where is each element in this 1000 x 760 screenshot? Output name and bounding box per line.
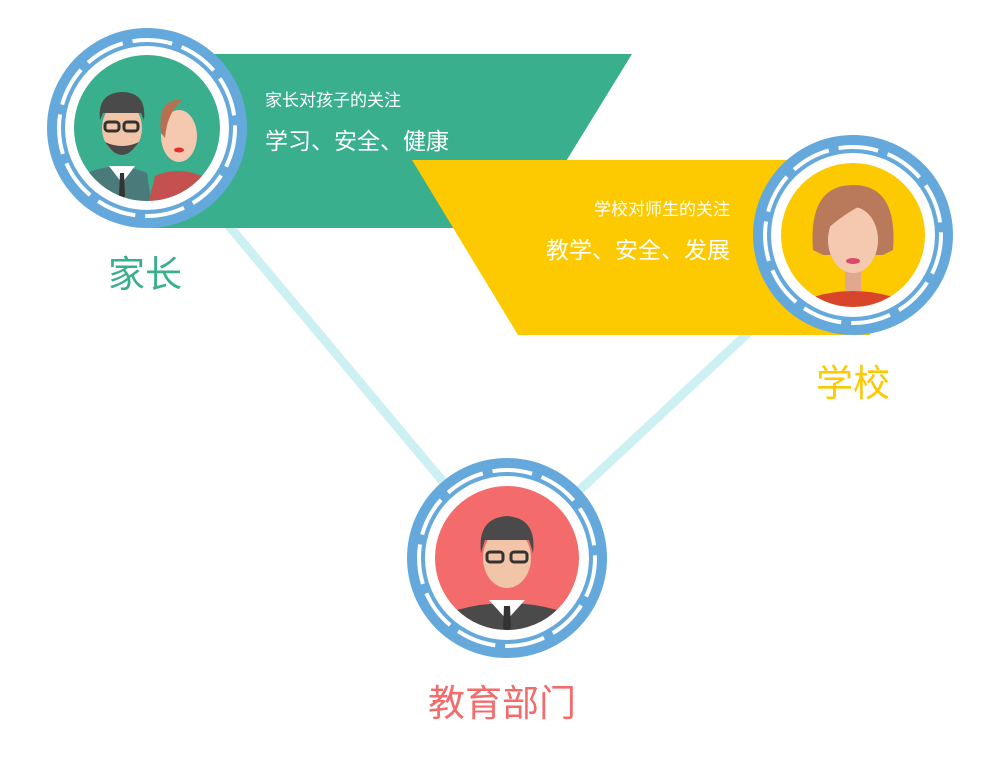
parent-label: 家长 bbox=[108, 253, 182, 296]
school-banner-items: 教学、安全、发展 bbox=[546, 238, 730, 264]
school-banner-title: 学校对师生的关注 bbox=[594, 200, 730, 220]
education-label: 教育部门 bbox=[428, 682, 576, 725]
parent-avatar bbox=[47, 28, 247, 228]
school-banner bbox=[412, 160, 870, 335]
education-avatar bbox=[407, 458, 607, 658]
parent-banner-items: 学习、安全、健康 bbox=[265, 129, 449, 155]
parent-banner-title: 家长对孩子的关注 bbox=[265, 91, 401, 111]
school-label: 学校 bbox=[816, 362, 890, 405]
school-avatar bbox=[753, 135, 953, 335]
